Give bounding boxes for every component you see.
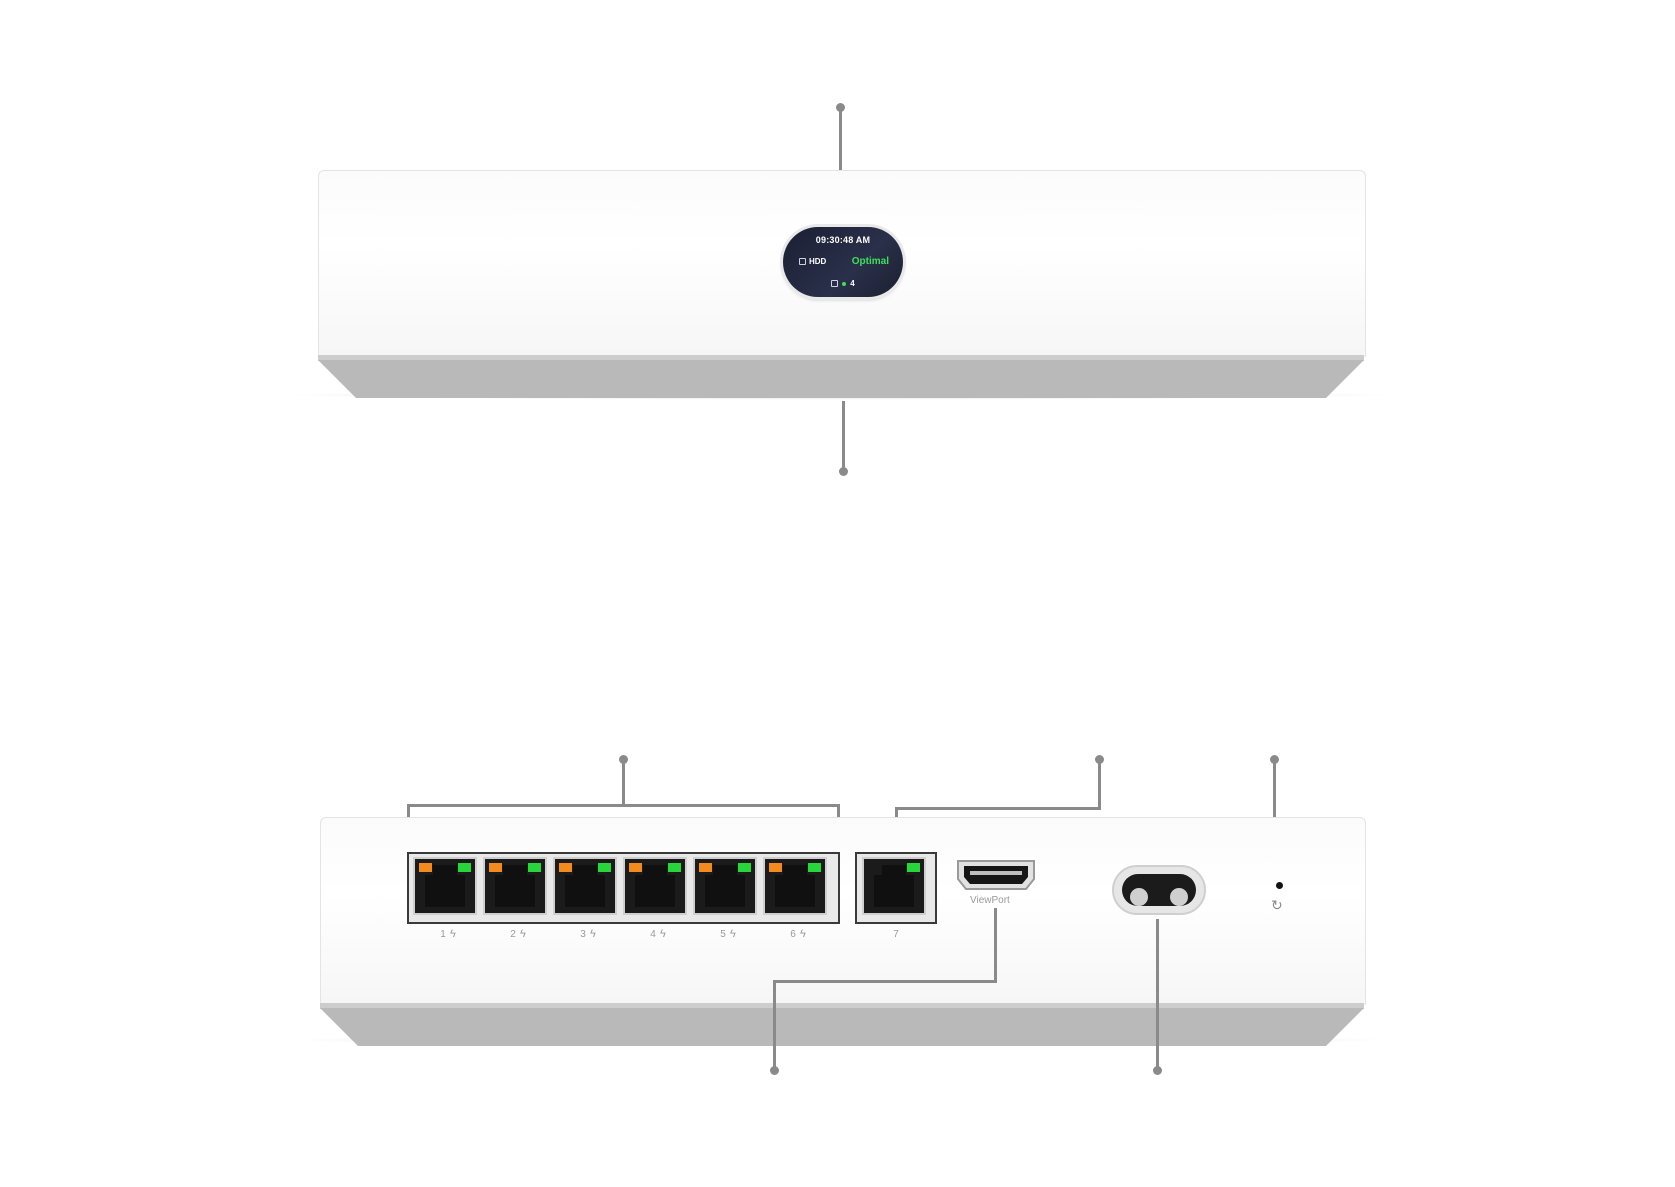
display-time: 09:30:48 AM [815,235,871,245]
port-socket [425,875,465,907]
callout-line-uplink-a [1098,760,1101,810]
port-socket [495,875,535,907]
callout-line-display [839,108,842,226]
poe-port-label: 1 [440,929,446,940]
hdmi-viewport-label: ViewPort [970,895,1010,906]
port-socket [635,875,675,907]
poe-bolt-icon: ϟ [590,928,596,940]
power-inlet-socket [1122,874,1196,906]
display-storage-status: Optimal [851,256,889,267]
callout-bracket-poe-ports [407,804,840,807]
port-led-green [528,863,541,872]
port-led-green [598,863,611,872]
callout-line-hdmi-c [773,980,776,1068]
rear-device-base [320,1008,1364,1046]
port-socket [775,875,815,907]
port-clip [783,865,807,877]
poe-bolt-icon: ϟ [450,928,456,940]
poe-port-label: 4 [650,929,656,940]
power-inlet[interactable] [1112,865,1206,915]
display-storage-label: HDD [809,257,827,266]
poe-port-label: 6 [790,929,796,940]
port-led-green [668,863,681,872]
callout-dot-bottom [839,467,848,476]
reset-button[interactable] [1276,882,1283,889]
uplink-port-led-green [907,863,920,872]
front-device-base [318,360,1364,398]
port-led-orange [419,863,432,872]
port-led-orange [769,863,782,872]
callout-line-hdmi-a [994,908,997,982]
uplink-port-socket [874,875,914,907]
port-led-orange [699,863,712,872]
callout-dot-uplink [1095,755,1104,764]
poe-bolt-icon: ϟ [520,928,526,940]
callout-line-hdmi-b [773,980,997,983]
poe-port[interactable] [553,857,617,915]
poe-bolt-icon: ϟ [660,928,666,940]
port-clip [433,865,457,877]
poe-port[interactable] [623,857,687,915]
poe-port[interactable] [413,857,477,915]
display-storage: HDD [799,257,826,266]
poe-port-label: 5 [720,929,726,940]
camera-icon [831,280,839,287]
port-clip [713,865,737,877]
uplink-port-label: 7 [893,929,899,940]
port-clip [503,865,527,877]
port-socket [705,875,745,907]
display-device-count: 4 [850,279,855,288]
poe-port-label: 2 [510,929,516,940]
port-clip [573,865,597,877]
callout-line-bottom [842,401,845,469]
port-clip [643,865,667,877]
port-led-orange [629,863,642,872]
rear-device-bevel [320,1003,1364,1009]
uplink-port-clip [882,865,906,877]
power-pin-right [1170,888,1188,906]
hdmi-viewport-port[interactable] [956,859,1036,891]
display-footer: 4 [783,279,903,288]
poe-port[interactable] [763,857,827,915]
callout-dot-power [1153,1066,1162,1075]
callout-line-poe-ports [622,760,625,805]
callout-dot-reset [1270,755,1279,764]
hdd-icon [799,258,806,265]
poe-port-label: 3 [580,929,586,940]
uplink-port[interactable] [862,857,926,915]
port-socket [565,875,605,907]
poe-port[interactable] [483,857,547,915]
poe-bolt-icon: ϟ [800,928,806,940]
port-led-orange [489,863,502,872]
callout-line-uplink-b [895,807,1101,810]
callout-line-power [1156,919,1159,1067]
port-led-green [458,863,471,872]
front-device-bevel [318,355,1364,361]
poe-port[interactable] [693,857,757,915]
port-led-green [808,863,821,872]
callout-dot-display [836,103,845,112]
callout-dot-hdmi [770,1066,779,1075]
reset-icon: ↻ [1271,897,1283,913]
front-status-display: 09:30:48 AM HDD Optimal 4 [783,227,903,297]
port-led-green [738,863,751,872]
port-led-orange [559,863,572,872]
power-pin-left [1130,888,1148,906]
callout-dot-poe-ports [619,755,628,764]
online-dot-icon [842,281,847,286]
poe-bolt-icon: ϟ [730,928,736,940]
